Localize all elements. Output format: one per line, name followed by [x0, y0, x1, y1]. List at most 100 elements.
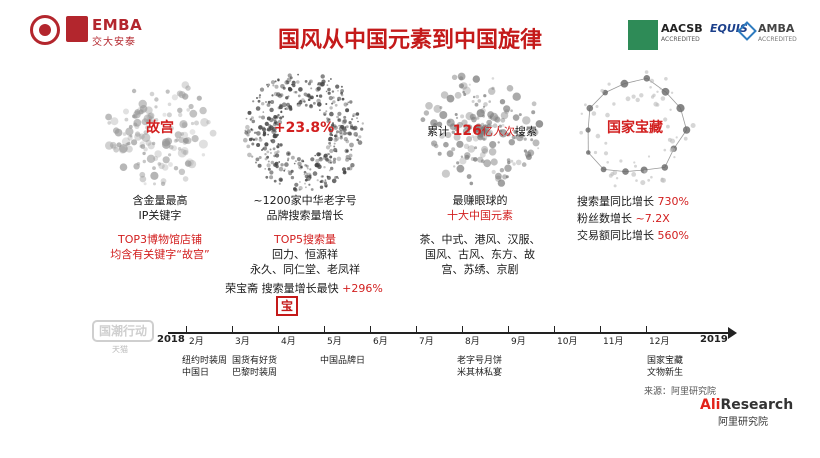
bubble-dot [591, 111, 597, 116]
bubble-dot [310, 157, 315, 162]
bubble-dot [272, 127, 277, 132]
bubble-dot [269, 175, 274, 180]
bubble-dot [273, 115, 278, 119]
bubble-dot [337, 111, 342, 116]
bubble-dot [647, 178, 651, 182]
bubble-dot [291, 80, 296, 85]
bubble-dot [454, 91, 462, 99]
bubble-dot [136, 106, 145, 115]
bubble-dot [453, 165, 456, 168]
bubble-dot [338, 126, 344, 131]
bubble-dot [656, 90, 659, 94]
bubble-dot [182, 149, 189, 156]
month-jun: 6月 [373, 337, 388, 347]
bubble-dot [474, 129, 479, 134]
bubble-dot [660, 96, 666, 101]
bubble-dot [267, 85, 269, 88]
treasure-stat-fans: 粉丝数增长 ~7.2X [577, 212, 670, 225]
bubble-dot [673, 156, 676, 159]
bubble-dot [317, 102, 322, 107]
bubble-dot [475, 116, 480, 120]
bubble-dot [345, 132, 349, 135]
bubble-dot [606, 161, 609, 164]
bubble-dot [258, 115, 262, 119]
bubble-dot [294, 90, 298, 94]
bubble-dot [482, 129, 485, 132]
bubble-dot [276, 145, 279, 149]
bubble-dot [325, 110, 328, 113]
bubble-dot [325, 103, 328, 105]
bubble-dot [308, 183, 311, 186]
network-line [644, 166, 665, 171]
bubble-dot [343, 131, 347, 136]
bubble-dot [113, 146, 120, 153]
bubble-dot [682, 126, 691, 134]
bubble-dot [466, 174, 472, 179]
bubble-dot [185, 85, 191, 91]
bubble-dot [298, 87, 303, 92]
bubble-dot [447, 119, 451, 124]
bubble-dot [531, 101, 537, 107]
bubble-dot [580, 112, 583, 116]
bubble-dot [508, 139, 515, 146]
bubble-dot [161, 164, 169, 171]
bubble-dot [303, 100, 306, 103]
bubble-dot [265, 101, 267, 103]
bubble-dot [143, 182, 147, 186]
bubble-dot [278, 161, 281, 163]
bubble-dot [593, 150, 598, 155]
bubble-dot [491, 77, 495, 80]
bubble-dot [338, 124, 341, 127]
bubble-dot [310, 87, 313, 90]
bubble-dot [119, 163, 128, 171]
bubble-dot [247, 110, 252, 115]
bubble-dot [261, 127, 267, 132]
bubble-dot [177, 148, 187, 158]
bubble-dot [296, 102, 299, 105]
event-feb: 纽约时装周中国日 [182, 356, 228, 378]
event-may: 中国品牌日 [320, 356, 366, 366]
bubble-dot [348, 121, 352, 125]
bubble-dot [433, 104, 442, 113]
bubble-dot [345, 139, 350, 144]
bubble-dot [595, 105, 599, 108]
bubble-dot [358, 135, 362, 139]
bubble-dot [300, 165, 303, 169]
bubble-dot [690, 123, 696, 128]
palace-text-1: 含金量最高 [132, 194, 188, 207]
bubble-dot [531, 110, 536, 115]
treasure-bubble-label: 国家宝藏 [607, 120, 663, 136]
bubble-dot [245, 117, 248, 120]
bubble-dot [343, 170, 347, 173]
bubble-dot [512, 92, 521, 101]
bubble-dot [644, 70, 649, 74]
bubble-dot [279, 116, 283, 120]
bubble-dot [481, 145, 489, 154]
bubble-dot [333, 137, 338, 142]
bubble-dot [316, 152, 321, 157]
bubble-dot [355, 134, 358, 137]
bubble-dot [267, 160, 270, 163]
bubble-dot [206, 120, 211, 125]
bubble-dot [326, 84, 329, 86]
bubble-dot [297, 161, 302, 166]
bubble-dot [483, 94, 487, 98]
bubble-dot [488, 87, 496, 95]
bubble-dot [298, 100, 303, 105]
bubble-dot [316, 94, 319, 97]
bubble-dot [286, 151, 291, 157]
bubble-dot [196, 95, 202, 101]
bubble-dot [466, 124, 473, 130]
bubble-dot [321, 175, 324, 178]
bubble-dot [134, 133, 142, 141]
bubble-dot [269, 148, 272, 151]
bubble-dot [255, 106, 261, 111]
bubble-dot [473, 157, 478, 162]
bubble-dot [649, 78, 655, 84]
bubble-dot [488, 122, 491, 126]
bubble-dot [140, 144, 146, 149]
elements-items-2: 国风、古风、东方、故 [425, 248, 535, 261]
bubble-dot [149, 91, 155, 97]
bubble-dot [111, 144, 117, 150]
event-mar: 国货有好货巴黎时装周 [232, 356, 278, 378]
